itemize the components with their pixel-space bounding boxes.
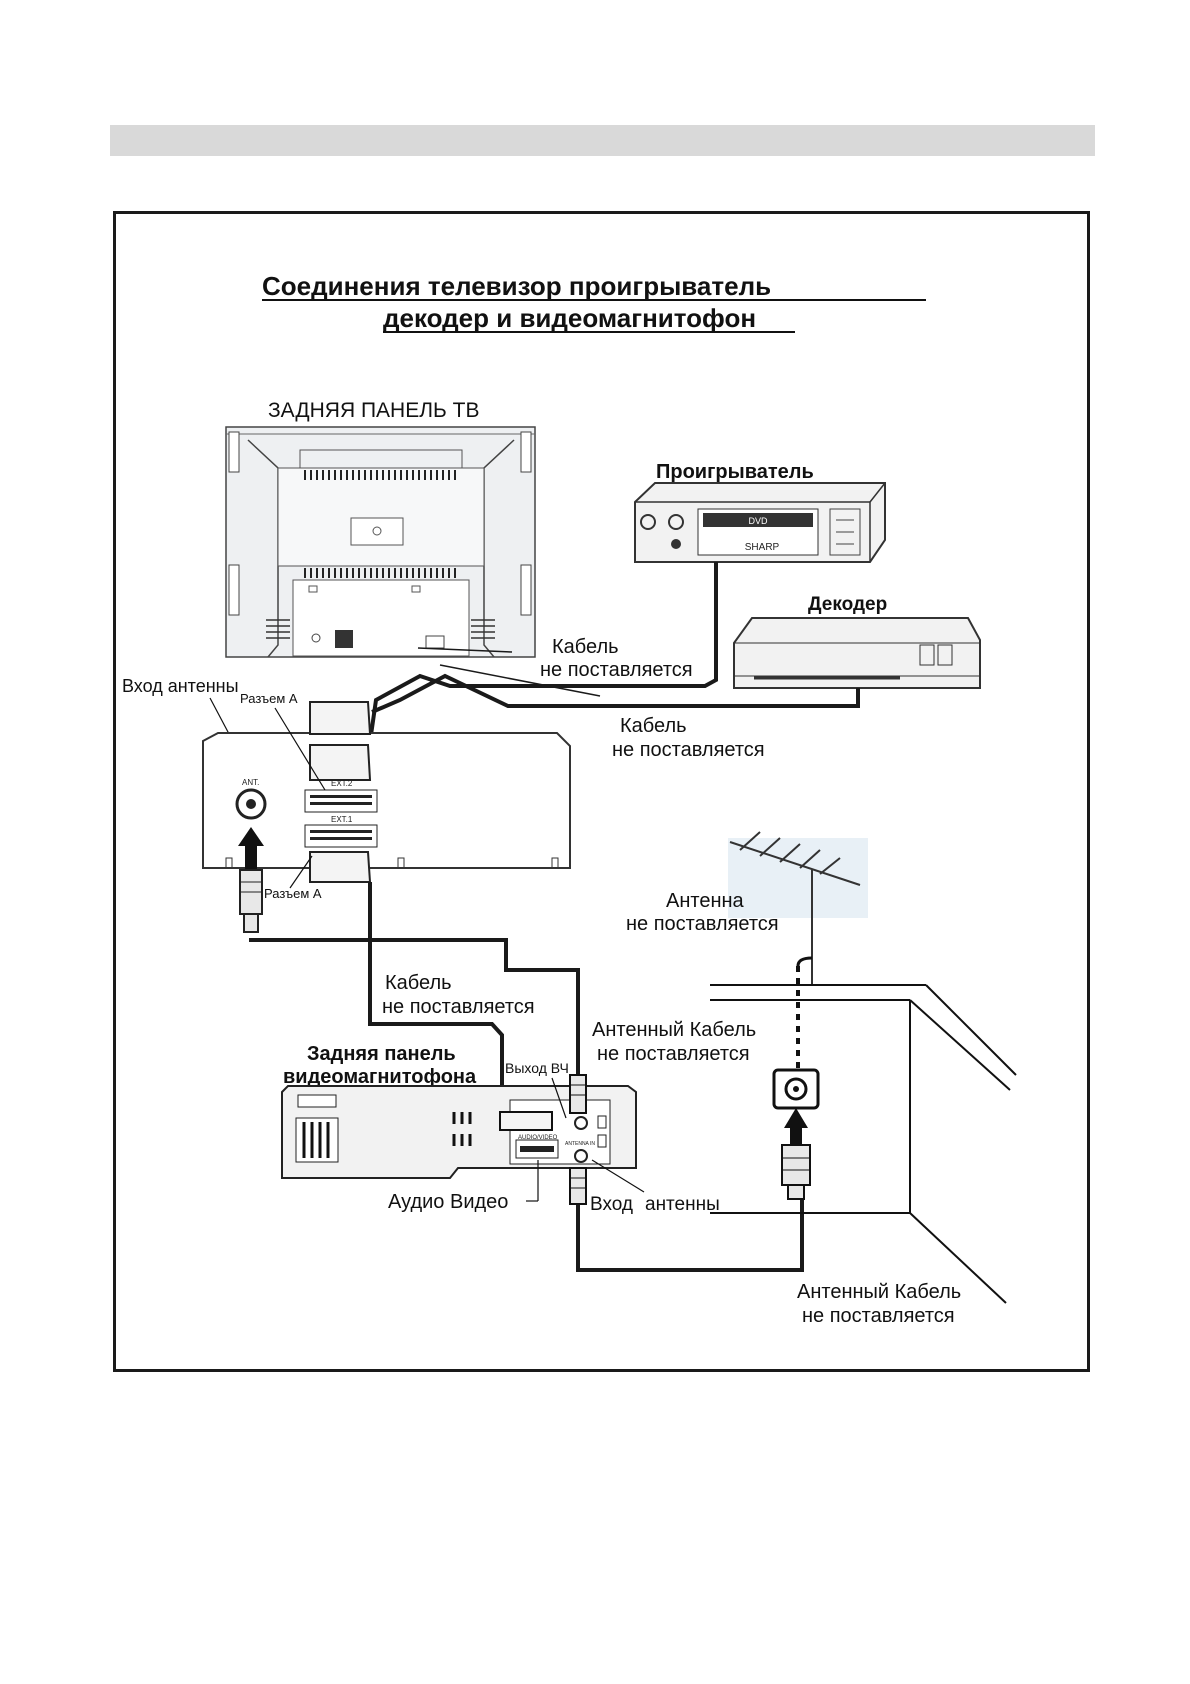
- antenna-cable-1-line-2: не поставляется: [597, 1043, 750, 1065]
- wall-antenna-socket: [772, 1068, 820, 1200]
- rf-out-label: Выход ВЧ: [505, 1060, 569, 1076]
- title-line-2: декодер и видеомагнитофон: [383, 303, 756, 333]
- vcr-back-line-2: видеомагнитофона: [283, 1066, 477, 1088]
- diagram-frame: [113, 211, 1090, 1372]
- cable-3-line-1: Кабель: [385, 972, 452, 994]
- vcr-plugs: [499, 1074, 587, 1205]
- house-wall: [710, 984, 1017, 1304]
- upper-cables: [368, 562, 860, 743]
- player-brand: SHARP: [745, 542, 780, 553]
- cable-2-line-2: не поставляется: [612, 739, 765, 761]
- cable-1-line-2: не поставляется: [540, 659, 693, 681]
- connector-a-bottom: Разъем А: [264, 886, 322, 901]
- vcr-rear-panel: AUDIO/VIDEO ANTENNA IN: [281, 1085, 637, 1179]
- cable-3-line-2: не поставляется: [382, 996, 535, 1018]
- vcr-antenna-in-2: антенны: [645, 1194, 720, 1215]
- scart-plugs: [309, 701, 372, 883]
- dvd-player: DVD SHARP: [634, 482, 886, 563]
- ext2-port-label: EXT.2: [331, 779, 353, 788]
- antenna-line-2: не поставляется: [626, 913, 779, 935]
- tv-connection-panel: ANT. EXT.2 EXT.1: [202, 732, 571, 869]
- antenna-line-1: Антенна: [666, 890, 745, 912]
- vcr-antenna-in-1: Вход: [590, 1194, 633, 1215]
- antenna-cable-1-line-1: Антенный Кабель: [592, 1019, 756, 1041]
- antenna-cable-2-line-1: Антенный Кабель: [797, 1281, 961, 1303]
- player-logo: DVD: [748, 516, 768, 526]
- cable-2-line-1: Кабель: [620, 715, 687, 737]
- connector-a-top: Разъем А: [240, 691, 298, 706]
- cable-1-line-1: Кабель: [552, 636, 619, 658]
- ext1-port-label: EXT.1: [331, 815, 353, 824]
- title-line-1: Соединения телевизор проигрыватель: [262, 271, 771, 301]
- tv-antenna-plug: [238, 827, 264, 933]
- antenna-input-label: Вход антенны: [122, 676, 239, 696]
- antenna-cable-2-line-2: не поставляется: [802, 1305, 955, 1327]
- lower-cables: [249, 882, 804, 1272]
- header-bar: [110, 125, 1095, 156]
- decoder-label: Декодер: [808, 594, 887, 615]
- diagram-title: Соединения телевизор проигрыватель декод…: [262, 271, 926, 333]
- antenna: [728, 831, 868, 985]
- tv-back-panel-label: ЗАДНЯЯ ПАНЕЛЬ ТВ: [268, 399, 479, 422]
- vcr-back-line-1: Задняя панель: [307, 1043, 456, 1065]
- decoder-box: [733, 617, 981, 689]
- vcr-antenna-port: ANTENNA IN: [565, 1141, 595, 1147]
- tv-rear-illustration: [225, 426, 536, 658]
- audio-video-label: Аудио Видео: [388, 1191, 508, 1213]
- ant-port-label: ANT.: [242, 778, 259, 787]
- vcr-audio-video-port: AUDIO/VIDEO: [518, 1135, 558, 1141]
- player-label: Проигрыватель: [656, 461, 814, 483]
